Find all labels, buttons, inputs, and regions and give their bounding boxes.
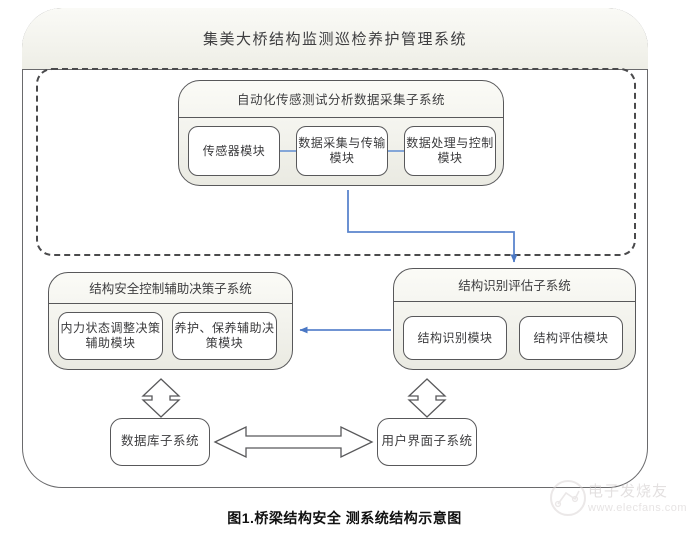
dashed-group-region	[36, 68, 636, 256]
module-structure-identification[interactable]: 结构识别模块	[403, 316, 507, 360]
watermark-brand: 电子发烧友	[588, 484, 669, 500]
module-data-processing-control[interactable]: 数据处理与控制模块	[404, 126, 496, 176]
database-subsystem-box[interactable]: 数据库子系统	[110, 418, 210, 466]
watermark-url: www.elecfans.com	[588, 502, 688, 514]
elecfans-logo-icon	[550, 480, 586, 516]
system-title: 集美大桥结构监测巡检养护管理系统	[22, 8, 648, 70]
watermark: 电子发烧友 www.elecfans.com	[548, 478, 688, 536]
figure-caption: 图1.桥梁结构安全 测系统结构示意图	[227, 510, 462, 526]
module-structure-evaluation[interactable]: 结构评估模块	[519, 316, 623, 360]
control-subsystem-title: 结构安全控制辅助决策子系统	[48, 272, 293, 304]
module-sensor[interactable]: 传感器模块	[188, 126, 280, 176]
acquisition-subsystem-title: 自动化传感测试分析数据采集子系统	[178, 80, 504, 118]
identification-subsystem-title: 结构识别评估子系统	[393, 268, 636, 302]
module-maintenance-decision[interactable]: 养护、保养辅助决策模块	[172, 312, 277, 360]
module-data-acquisition-transmission[interactable]: 数据采集与传输模块	[296, 126, 388, 176]
module-internal-force-decision[interactable]: 内力状态调整决策辅助模块	[58, 312, 163, 360]
user-interface-subsystem-box[interactable]: 用户界面子系统	[377, 418, 477, 466]
